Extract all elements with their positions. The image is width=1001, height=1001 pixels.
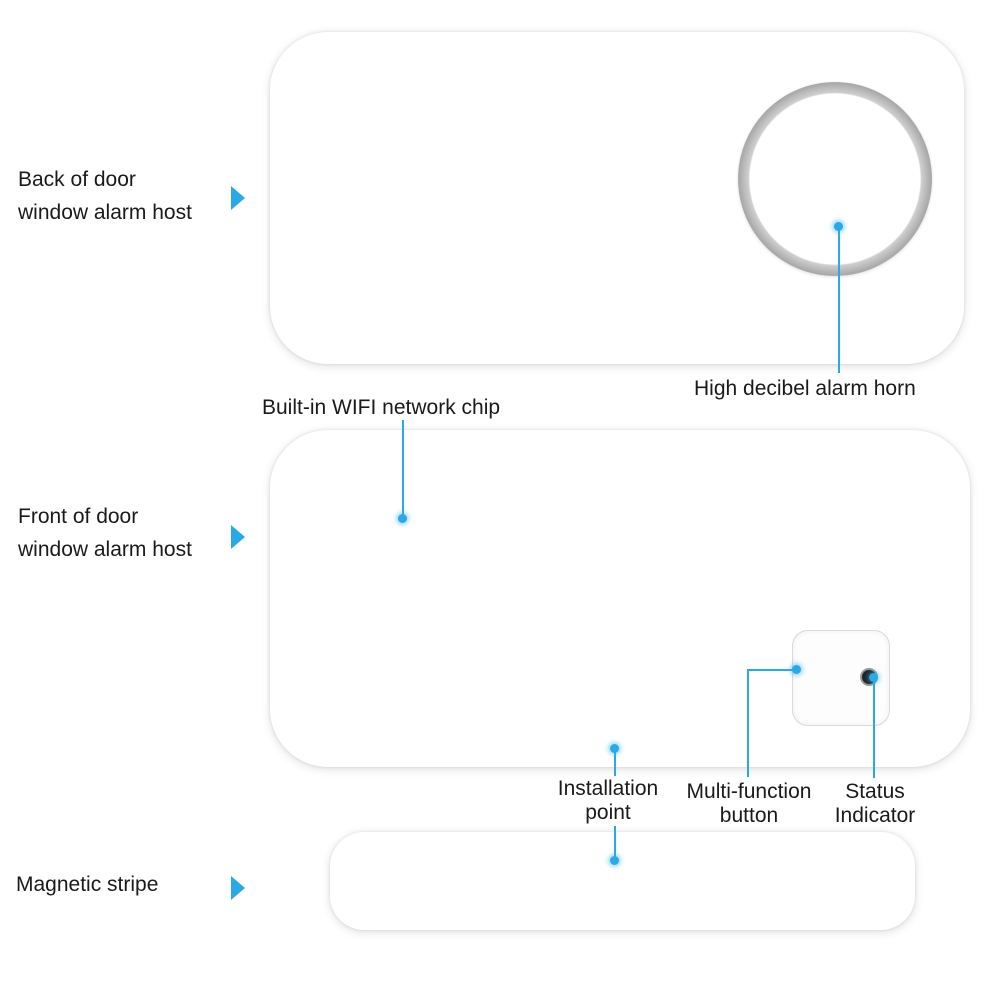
status-label-line2: Indicator — [834, 804, 916, 827]
button-label-line1: Multi-function — [686, 780, 812, 803]
triangle-right-icon — [231, 525, 245, 549]
alarm-horn-ring — [738, 82, 932, 276]
button-leader-vertical — [747, 669, 749, 777]
front-host-label: Front of door window alarm host — [18, 500, 192, 566]
status-marker — [869, 673, 878, 682]
triangle-right-icon — [231, 186, 245, 210]
status-leader-line — [873, 678, 875, 778]
multi-function-button-label: Multi-function button — [674, 780, 824, 828]
status-label-line1: Status — [845, 780, 905, 803]
button-label-line2: button — [719, 804, 779, 827]
installation-leader-line-lower — [614, 826, 616, 860]
installation-marker-bottom — [610, 856, 619, 865]
installation-leader-line — [614, 748, 616, 776]
wifi-marker — [398, 514, 407, 523]
status-indicator-label: Status Indicator — [820, 780, 930, 828]
horn-label: High decibel alarm horn — [694, 377, 916, 400]
installation-point-label: Installation point — [548, 777, 668, 825]
installation-label-line2: point — [585, 801, 631, 824]
button-leader-horizontal — [747, 669, 795, 671]
back-host-label-line2: window alarm host — [18, 201, 192, 224]
magnetic-stripe-device — [330, 832, 915, 930]
magnetic-stripe-label: Magnetic stripe — [16, 873, 159, 896]
wifi-leader-line — [402, 420, 404, 518]
horn-marker — [834, 222, 843, 231]
wifi-chip-label: Built-in WIFI network chip — [262, 396, 501, 419]
button-marker — [792, 665, 801, 674]
front-host-label-line2: window alarm host — [18, 538, 192, 561]
back-host-label: Back of door window alarm host — [18, 163, 192, 229]
horn-leader-line — [838, 227, 840, 373]
back-host-label-line1: Back of door — [18, 168, 136, 191]
front-host-label-line1: Front of door — [18, 505, 139, 528]
triangle-right-icon — [231, 876, 245, 900]
installation-label-line1: Installation — [557, 777, 659, 800]
